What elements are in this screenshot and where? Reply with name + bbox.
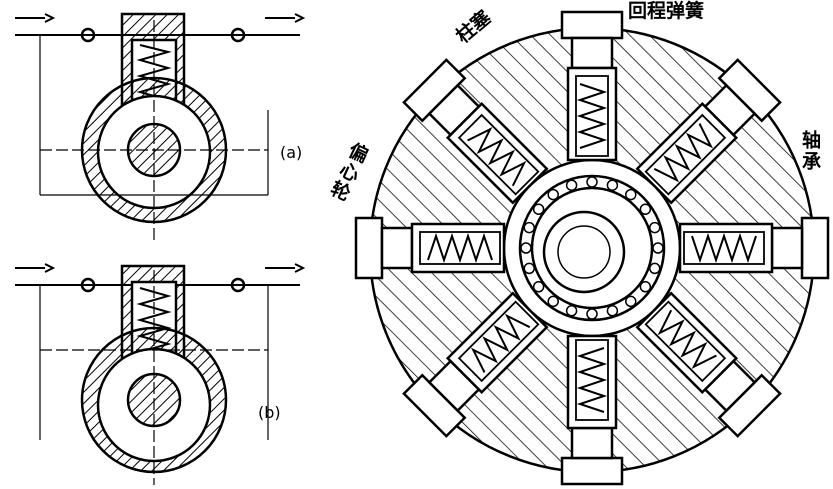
bearing-ball (523, 262, 535, 275)
figure-a-caption: (a) (280, 143, 303, 162)
piston-assembly (560, 10, 624, 162)
radial-pump-body (354, 10, 830, 486)
piston-assembly (354, 216, 506, 280)
bearing-ball (586, 308, 598, 320)
bearing-ball (586, 176, 598, 188)
bearing-ball (652, 242, 664, 254)
bearing-ball (649, 221, 661, 234)
bearing-ball (625, 295, 637, 308)
piston-assembly (635, 291, 782, 438)
piston-assembly (560, 334, 624, 486)
bearing-ball (639, 281, 652, 293)
piston-assembly (678, 216, 830, 280)
bearing-ball (565, 305, 578, 317)
single-piston-diagram-a (15, 12, 306, 240)
bearing-label: 轴承 (799, 130, 821, 172)
figure-b-caption: (b) (258, 403, 281, 422)
return-spring-label: 回程弹簧 (628, 0, 705, 22)
piston-assembly (402, 291, 549, 438)
bearing-ball (532, 281, 545, 293)
bearing-ball (523, 221, 535, 234)
bearing-ball (606, 179, 619, 191)
bearing-ball (565, 179, 578, 191)
piston-assembly (635, 58, 782, 205)
bearing-ball (625, 188, 637, 201)
single-piston-diagram-b (15, 263, 306, 485)
piston-assembly (402, 58, 549, 205)
bearing-ball (649, 262, 661, 275)
bearing-ball (639, 203, 652, 215)
bearing-ball (532, 203, 545, 215)
bearing-ball (520, 242, 532, 254)
bearing-ball (606, 305, 619, 317)
bearing-ball (547, 295, 559, 308)
bearing-ball (547, 188, 559, 201)
